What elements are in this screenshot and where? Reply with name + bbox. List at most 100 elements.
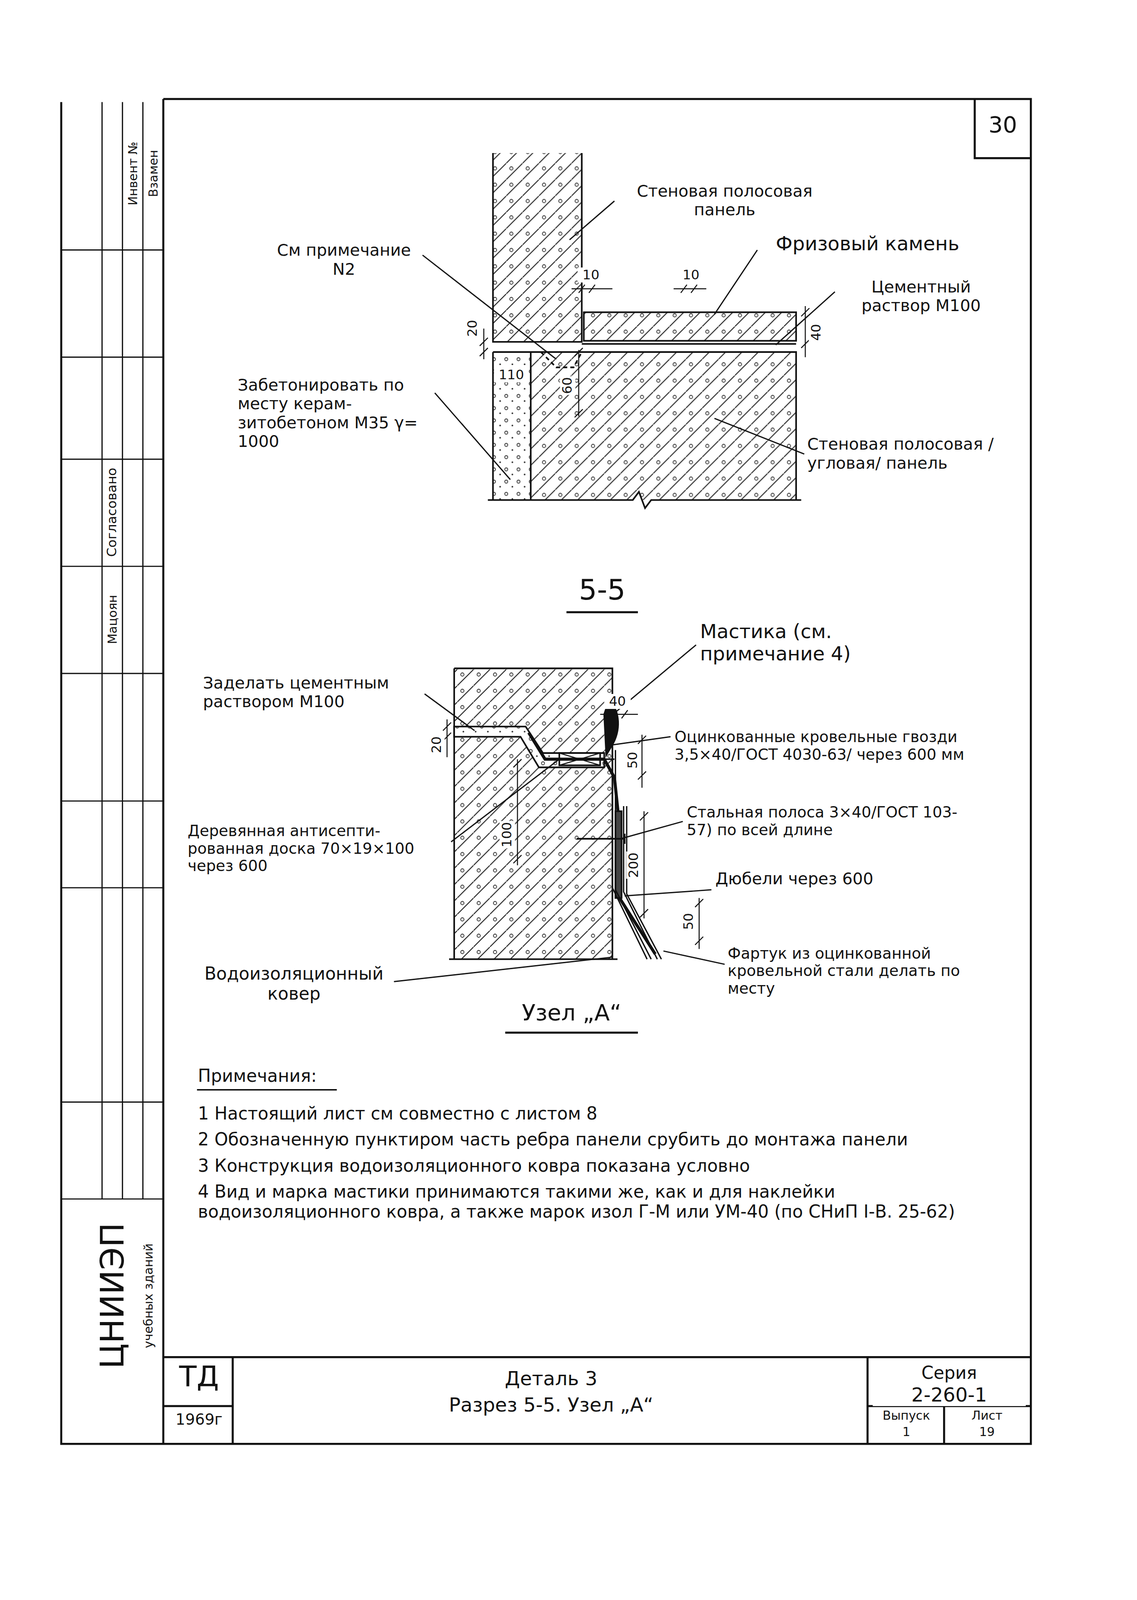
sheet-frame (61, 98, 1031, 1444)
frame-border (61, 98, 1031, 1444)
dimension: 100 (499, 820, 515, 849)
dimension-line (600, 710, 638, 719)
title-block-cell: Лист (947, 1408, 1027, 1423)
dimension-lines (479, 284, 810, 418)
leader-line (620, 821, 683, 839)
leader-line (569, 201, 615, 240)
sheet-number-box (974, 98, 1032, 159)
dimension-lines (443, 710, 704, 950)
part-label: Деревянная антисепти- рованная доска 70×… (186, 822, 447, 875)
section-title: 5-5 (566, 573, 638, 607)
leader-line (663, 950, 725, 964)
note-text: 4 Вид и марка мастики принимаются такими… (197, 1181, 1004, 1222)
leader-line (424, 693, 475, 731)
part-label: Забетонировать по месту керам- зитобетон… (236, 375, 433, 451)
title-block-cell: Деталь 3 (336, 1367, 766, 1390)
notes-underline (197, 1088, 337, 1091)
leader-lines (394, 644, 725, 982)
leader-line (775, 291, 835, 346)
steel-strip (615, 810, 622, 898)
stamp-text: Инвент № (125, 140, 140, 207)
part-label: Фартук из оцинкованной кровельной стали … (726, 944, 994, 998)
stamp-text: Мацоян (105, 593, 120, 646)
note-text: 3 Конструкция водоизоляционного ковра по… (197, 1156, 1004, 1177)
title-block-cell: 19 (947, 1424, 1027, 1439)
dimension: 50 (625, 750, 641, 770)
upper-panel (493, 153, 583, 342)
title-block-cell: Выпуск (870, 1408, 942, 1423)
title-block-cell: 1 (870, 1424, 942, 1439)
dimension: 110 (494, 367, 529, 383)
dimension: 10 (677, 267, 705, 283)
dimension-line (571, 284, 613, 293)
part-label: Дюбели через 600 (714, 869, 899, 888)
frieze-stone (583, 312, 797, 342)
carpet-layer (623, 805, 658, 960)
mastic (604, 701, 619, 756)
section-top (422, 153, 836, 613)
title-block-cell: 1969г (168, 1410, 230, 1429)
frame-border (162, 98, 164, 1444)
part-label: Стеновая полосовая /угловая/ панель (806, 434, 1021, 473)
break-line (487, 491, 801, 509)
rib-dashed (540, 351, 582, 368)
part-label: Стеновая полосовая панель (617, 181, 832, 220)
stamp-grid (61, 102, 164, 1199)
note-text: 1 Настоящий лист см совместно с листом 8 (197, 1103, 1004, 1124)
dimension-line (513, 759, 522, 866)
leader-line (612, 736, 671, 745)
part-label: Стальная полоса 3×40/ГОСТ 103-57) по все… (685, 803, 982, 840)
sheet-number: 30 (979, 112, 1026, 139)
dimension: 40 (604, 693, 631, 710)
dimension: 20 (464, 319, 481, 338)
part-label: Водоизоляционный ковер (197, 963, 391, 1004)
note-reference: См примечание N2 (267, 240, 421, 279)
title-block-cell: ТД (168, 1359, 230, 1393)
stamp-text: учебных зданий (140, 1242, 155, 1350)
title-block-cell: 2-260-1 (872, 1383, 1026, 1406)
nail (581, 758, 615, 760)
leader-line (422, 255, 557, 360)
leader-line (624, 889, 712, 896)
dimension: 20 (429, 735, 445, 755)
dimension: 40 (808, 323, 825, 342)
leader-line (394, 957, 613, 982)
note-text: 2 Обозначенную пунктиром часть ребра пан… (197, 1129, 1004, 1150)
notes-heading: Примечания: (197, 1066, 402, 1087)
part-label: Заделать цементным раствором М100 (202, 673, 422, 712)
node-title: Узел „А“ (505, 999, 638, 1026)
dimension: 50 (681, 911, 697, 931)
dimension-line (479, 328, 488, 359)
infill-concrete (493, 351, 531, 500)
parapet-wall (454, 668, 613, 960)
leader-line (714, 418, 805, 455)
dimension: 200 (626, 851, 642, 879)
wall-outline (454, 668, 613, 960)
mortar-joint (581, 342, 796, 345)
part-label: Мастика (см. примечание 4) (699, 620, 904, 665)
dimension-line (800, 306, 810, 357)
title-block-cell: Разрез 5-5. Узел „А“ (285, 1393, 817, 1416)
title-underline (566, 611, 638, 613)
apron-flashing (528, 732, 656, 955)
leader-line (435, 392, 511, 480)
upper-panel-outline (493, 153, 583, 342)
dimension-line (574, 347, 583, 418)
part-label: Фризовый камень (760, 232, 975, 255)
dowel (576, 833, 625, 844)
stamp-text: Взамен (146, 148, 161, 198)
dimension: 60 (559, 376, 576, 396)
dimension-line (673, 284, 707, 293)
lower-panel-outline (493, 351, 797, 500)
leader-line (714, 249, 757, 315)
carpet-layer (615, 749, 652, 960)
stamp-text: Согласовано (104, 466, 120, 558)
title-block-cell: Серия (872, 1363, 1026, 1384)
part-label: Цементный раствор М100 (836, 277, 1006, 316)
title-block (163, 1356, 1032, 1444)
dimension: 10 (577, 267, 604, 283)
waterproof-carpet (612, 744, 662, 960)
stamp-text: ЦНИИЭП (93, 1221, 132, 1370)
title-underline (505, 1031, 638, 1034)
